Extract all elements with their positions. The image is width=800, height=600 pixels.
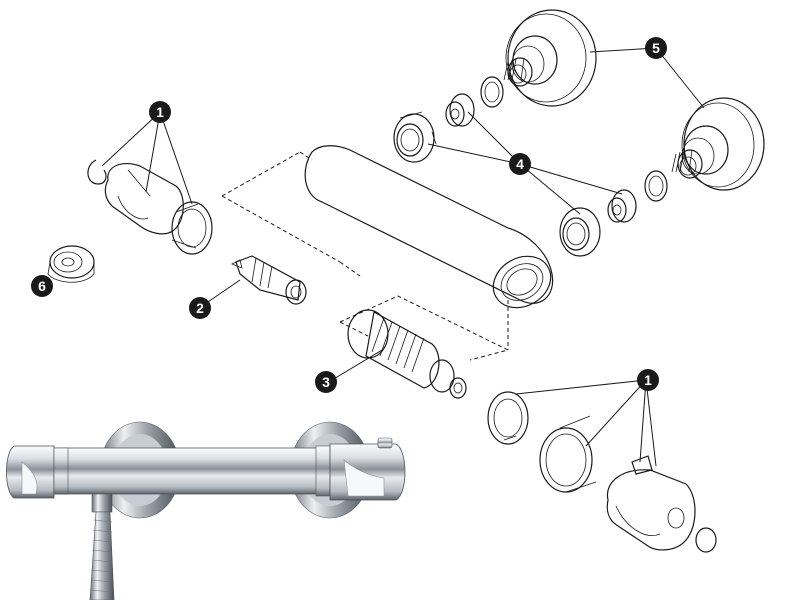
assembled-valve-photo (6, 421, 406, 600)
wall-escutcheon-upper (503, 9, 597, 107)
washer-lower (644, 170, 668, 202)
callout-2: 2 (189, 297, 211, 319)
alignment-guide-right (339, 295, 510, 361)
wall-escutcheon-lower (671, 97, 765, 191)
end-cap-lower (695, 527, 717, 553)
adapter-ring-lower (487, 391, 529, 445)
filter-washer (47, 245, 95, 283)
callout-3: 3 (315, 371, 337, 393)
svg-text:6: 6 (38, 278, 46, 294)
svg-text:1: 1 (156, 104, 164, 120)
alignment-guide-left (221, 151, 361, 277)
callout-1-upper: 1 (149, 101, 171, 123)
valve-body-tube (304, 145, 554, 309)
flow-cartridge (231, 255, 307, 305)
check-valve-lower (607, 189, 637, 223)
svg-text:4: 4 (516, 156, 524, 172)
callout-4: 4 (509, 153, 531, 175)
union-nut-lower (559, 207, 601, 257)
thermostatic-cartridge (347, 309, 467, 399)
svg-text:5: 5 (652, 40, 660, 56)
handle-upper (104, 163, 184, 235)
check-valve-upper (445, 93, 475, 127)
svg-text:3: 3 (322, 374, 330, 390)
svg-text:1: 1 (644, 372, 652, 388)
svg-text:2: 2 (196, 300, 204, 316)
washer-upper (480, 76, 504, 108)
handle-sleeve-lower (539, 415, 597, 493)
union-nut-upper (393, 111, 437, 163)
retaining-clip-upper (87, 159, 107, 185)
handle-lower (606, 455, 696, 551)
callout-1-lower: 1 (637, 369, 659, 391)
callout-6: 6 (31, 275, 53, 297)
callout-5: 5 (645, 37, 667, 59)
leader-lines (101, 47, 705, 467)
adapter-ring-upper (171, 201, 213, 255)
